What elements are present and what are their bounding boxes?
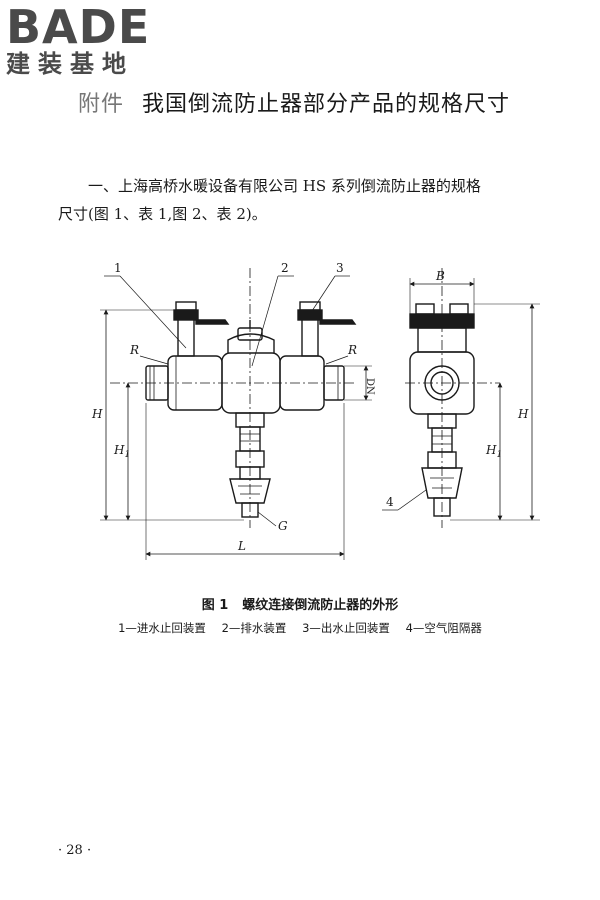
dim-h-front: H <box>91 407 103 421</box>
caption-number: 图 1 <box>201 598 229 613</box>
title-prefix: 附件 <box>78 92 125 117</box>
logo: BADE 建装基地 <box>6 4 176 78</box>
figure-caption: 图 1 螺纹连接倒流防止器的外形 <box>0 594 600 613</box>
callout-2: 2 <box>281 261 289 275</box>
dim-b: B <box>435 269 445 283</box>
dim-r-left: R <box>129 343 139 357</box>
dim-h1-side: H1 <box>485 443 502 460</box>
side-view <box>382 268 540 528</box>
dim-dn: DN <box>364 378 375 395</box>
dim-h1-front: H1 <box>113 443 130 460</box>
legend-item: 4—空气阻隔器 <box>405 621 482 635</box>
paragraph-line-2: 尺寸(图 1、表 1,图 2、表 2)。 <box>58 205 267 223</box>
legend-item: 2—排水装置 <box>221 621 287 635</box>
logo-subtitle: 建装基地 <box>6 50 134 78</box>
page-title: 附件我国倒流防止器部分产品的规格尺寸 <box>78 86 510 118</box>
callout-3: 3 <box>336 261 344 275</box>
callout-4: 4 <box>386 495 394 509</box>
figure-1: 1 2 3 4 R R H H1 G L DN B H H1 <box>80 258 550 568</box>
dim-r-right: R <box>347 343 357 357</box>
legend-item: 1—进水止回装置 <box>118 621 206 635</box>
intro-paragraph: 一、上海高桥水暖设备有限公司 HS 系列倒流防止器的规格 尺寸(图 1、表 1,… <box>58 172 558 228</box>
caption-text: 螺纹连接倒流防止器的外形 <box>242 598 399 613</box>
title-text: 我国倒流防止器部分产品的规格尺寸 <box>142 92 511 117</box>
legend-item: 3—出水止回装置 <box>302 621 390 635</box>
front-view <box>100 268 372 560</box>
figure-legend: 1—进水止回装置 2—排水装置 3—出水止回装置 4—空气阻隔器 <box>0 620 600 636</box>
backflow-preventer-drawing: 1 2 3 4 R R H H1 G L DN B H H1 <box>91 261 540 560</box>
dim-h-side: H <box>517 407 529 421</box>
logo-brand: BADE <box>6 0 151 54</box>
dim-l: L <box>237 539 246 553</box>
paragraph-line-1: 一、上海高桥水暖设备有限公司 HS 系列倒流防止器的规格 <box>88 177 481 195</box>
dim-g: G <box>278 519 288 533</box>
callout-1: 1 <box>114 261 122 275</box>
page-number: · 28 · <box>58 843 92 858</box>
